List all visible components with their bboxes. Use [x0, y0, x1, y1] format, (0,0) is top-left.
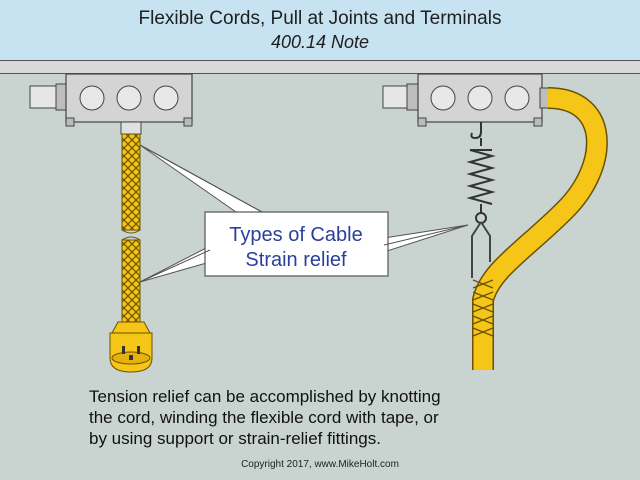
description-line-1: Tension relief can be accomplished by kn…: [89, 387, 441, 406]
title-bar: Flexible Cords, Pull at Joints and Termi…: [0, 0, 640, 60]
description-line-3: by using support or strain-relief fittin…: [89, 429, 381, 448]
left-cord-connector: [120, 121, 142, 135]
left-junction-box: [65, 73, 193, 127]
left-mesh-grip-lower: [121, 239, 141, 323]
copyright-notice: Copyright 2017, www.MikeHolt.com: [241, 459, 399, 470]
right-junction-box: [417, 73, 551, 127]
spring-eye: [475, 212, 487, 224]
tape-winding: [472, 279, 494, 337]
left-conduit: [29, 83, 69, 111]
description-line-2: the cord, winding the flexible cord with…: [89, 408, 439, 427]
callout-line-2: Strain relief: [245, 249, 347, 271]
support-spring: [466, 122, 496, 224]
left-mesh-grip-upper: [121, 133, 141, 231]
right-flexible-cord: [472, 87, 608, 370]
callout-label: Types of Cable Strain relief: [208, 223, 384, 273]
right-conduit: [382, 83, 420, 111]
callout-box: [139, 144, 469, 283]
support-grip-loop: [471, 221, 491, 278]
callout-line-1: Types of Cable: [229, 224, 363, 246]
description-text: Tension relief can be accomplished by kn…: [89, 386, 629, 449]
left-cord-break: [121, 229, 141, 241]
ceiling: [0, 60, 640, 74]
page-title: Flexible Cords, Pull at Joints and Termi…: [138, 8, 502, 29]
plug: [109, 321, 153, 373]
page-subtitle: 400.14 Note: [270, 32, 370, 52]
